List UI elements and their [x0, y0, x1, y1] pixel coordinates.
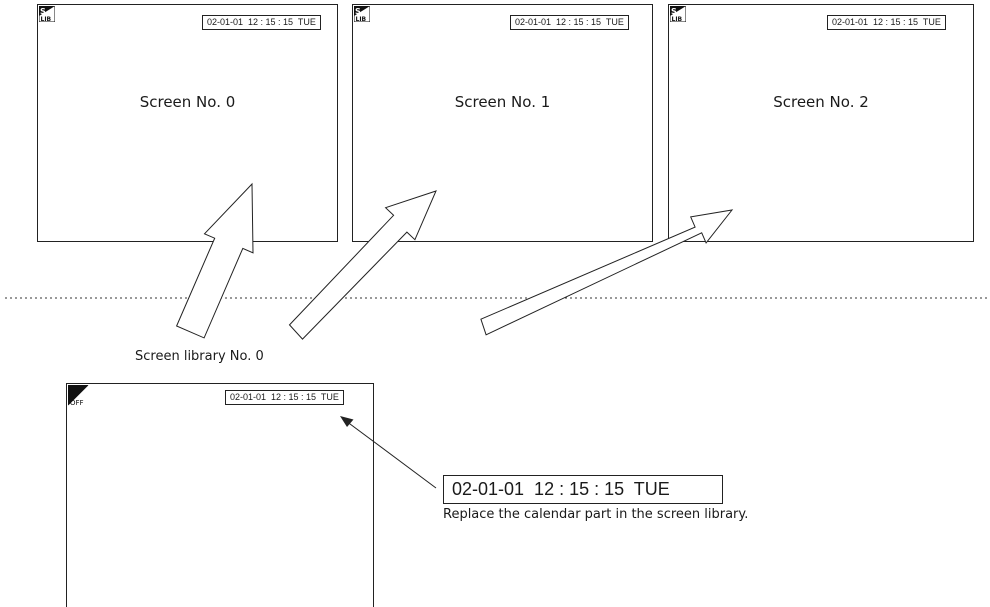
- calendar-callout: 02-01-01 12 : 15 : 15 TUE: [443, 475, 723, 504]
- svg-text:S: S: [671, 7, 677, 16]
- svg-text:S: S: [40, 7, 46, 16]
- arrow-to-screen-0: [175, 182, 254, 339]
- slib-icon: S LIB: [354, 6, 370, 22]
- screen-title: Screen No. 1: [454, 93, 551, 111]
- slib-icon: S LIB: [39, 6, 55, 22]
- screen-title: Screen No. 0: [139, 93, 236, 111]
- svg-text:LIB: LIB: [672, 16, 683, 22]
- screen-1: S LIB 02-01-01 12 : 15 : 15 TUE Screen N…: [352, 4, 653, 242]
- off-corner-icon: OFF: [68, 385, 89, 407]
- arrowhead-icon: [340, 416, 354, 427]
- slib-icon: S LIB: [670, 6, 686, 22]
- off-label: OFF: [70, 399, 84, 407]
- svg-text:LIB: LIB: [41, 16, 52, 22]
- calendar-part: 02-01-01 12 : 15 : 15 TUE: [202, 15, 321, 30]
- arrow-to-screen-2: [480, 209, 734, 336]
- calendar-part: 02-01-01 12 : 15 : 15 TUE: [510, 15, 629, 30]
- svg-text:LIB: LIB: [356, 16, 367, 22]
- screen-2: S LIB 02-01-01 12 : 15 : 15 TUE Screen N…: [668, 4, 974, 242]
- library-screen: OFF 02-01-01 12 : 15 : 15 TUE: [66, 383, 374, 607]
- arrow-to-screen-1: [288, 190, 437, 340]
- svg-text:S: S: [355, 7, 361, 16]
- screen-0: S LIB 02-01-01 12 : 15 : 15 TUE Screen N…: [37, 4, 338, 242]
- library-label: Screen library No. 0: [135, 349, 264, 364]
- screen-title: Screen No. 2: [773, 93, 869, 111]
- calendar-part: 02-01-01 12 : 15 : 15 TUE: [827, 15, 946, 30]
- callout-note: Replace the calendar part in the screen …: [443, 507, 749, 522]
- calendar-part: 02-01-01 12 : 15 : 15 TUE: [225, 390, 344, 405]
- callout-pointer: [345, 420, 437, 489]
